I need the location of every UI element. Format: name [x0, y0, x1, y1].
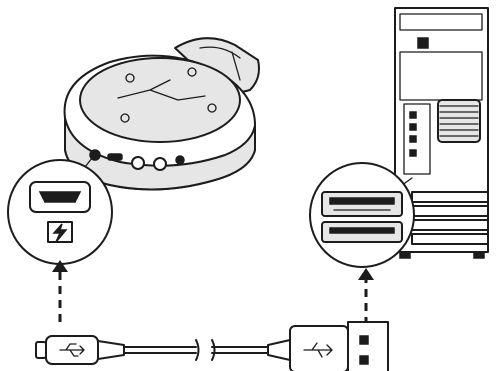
- usb-a-plug: [289, 321, 389, 371]
- pc-io-port: [409, 149, 417, 157]
- usb-a-port-zoom: [309, 162, 415, 268]
- pc-bay: [399, 13, 483, 31]
- pc-io-port: [409, 111, 417, 119]
- strain-relief-right: [267, 339, 291, 361]
- screw: [187, 67, 197, 77]
- pc-io-panel: [403, 103, 431, 175]
- arrow-left: [52, 260, 68, 322]
- pc-tower-illustration: [394, 7, 489, 259]
- charging-bolt-icon: [47, 221, 73, 243]
- pc-expansion-slots: [411, 191, 489, 245]
- logo-mark: [117, 79, 206, 101]
- headset-port: [89, 149, 101, 161]
- headset-button: [153, 157, 167, 171]
- pc-foot: [473, 251, 485, 259]
- cable-break: [195, 339, 216, 361]
- arrow-right: [358, 268, 374, 325]
- cable-line: [123, 346, 269, 354]
- micro-usb-port-zoom: [7, 159, 113, 265]
- headband-detail: [199, 46, 241, 81]
- ear-cup-top-plate: [79, 57, 241, 143]
- screw: [125, 73, 135, 83]
- pc-io-port: [409, 123, 417, 131]
- usb-cable-illustration: [35, 321, 389, 371]
- ear-cup-rim: [64, 117, 256, 191]
- micro-usb-plug: [35, 335, 99, 365]
- headset-illustration: [63, 37, 260, 191]
- pc-io-port: [409, 135, 417, 143]
- micro-usb-port-icon: [29, 181, 91, 213]
- screw: [207, 103, 217, 113]
- pc-foot: [399, 251, 411, 259]
- usb-symbol-icon: [303, 342, 333, 358]
- strain-relief-left: [97, 340, 125, 360]
- pc-vent: [437, 99, 481, 143]
- usb-symbol-icon: [59, 343, 85, 357]
- headset-port: [107, 153, 123, 161]
- usb-a-port-icon: [321, 191, 403, 243]
- pc-power-port: [417, 37, 429, 49]
- screw: [120, 113, 130, 123]
- headset-led: [175, 155, 185, 165]
- headset-button: [131, 156, 145, 170]
